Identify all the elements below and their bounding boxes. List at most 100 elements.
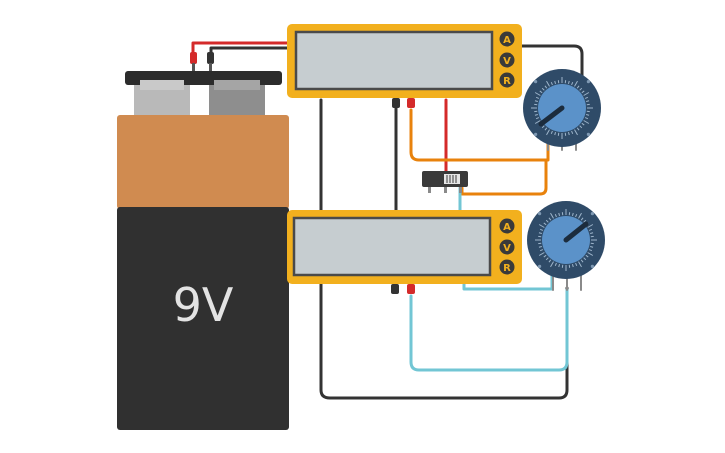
cyan-wire-3[interactable] [409,288,569,372]
potentiometer-tick [576,85,580,89]
potentiometer-tick [586,113,590,116]
potentiometer-tick [541,125,545,129]
potentiometer-tick [587,252,594,256]
potentiometer-tick [538,245,542,248]
potentiometer-tick [581,90,585,94]
potentiometer-tick [588,249,593,252]
multimeter-top-mode-v-button[interactable] [499,52,515,68]
potentiometer-tick [584,96,589,99]
potentiometer-tick [587,224,594,228]
orange-wire-2[interactable] [460,158,548,196]
potentiometer-tick [538,224,545,228]
potentiometer-tick [583,120,590,124]
multimeter-top-mode-r-button[interactable] [499,72,515,88]
battery-upper-band [117,115,289,209]
multimeter-top[interactable]: A V R [287,24,522,108]
potentiometer-tick [578,212,582,219]
battery-voltage-label: 9V [173,278,234,332]
multimeter-bottom-display [292,216,492,277]
potentiometer-tick [539,249,544,252]
potentiometer-tick [550,130,553,135]
potentiometer-tick [571,212,574,216]
potentiometer-tick [534,113,538,116]
multimeter-top-com-socket[interactable] [392,98,400,108]
potentiometer-tick [583,219,587,223]
potentiometer-tick [546,129,550,136]
multimeter-bottom-mode-r-label: R [503,263,511,274]
potentiometer-tick [550,261,554,268]
potentiometer-tick [548,217,552,221]
potentiometer-tick [579,125,583,129]
potentiometer-screw [534,132,538,136]
potentiometer-tick [578,261,582,268]
potentiometer-tick [554,213,557,218]
potentiometer-tick [543,222,547,226]
potentiometer-tick [581,122,585,126]
potentiometer-bottom-ticks [535,209,597,271]
multimeter-bottom-mode-v-label: V [503,243,511,254]
potentiometer-tick [544,85,548,89]
multimeter-top-display [294,30,494,91]
potentiometer-screw [538,264,542,268]
potentiometer-screw [590,264,595,268]
battery-red-wire[interactable] [191,41,292,54]
battery-terminal-negative-top [214,80,260,90]
red-lead-connector[interactable] [190,52,197,64]
battery-terminal-positive-top [140,80,184,90]
potentiometer-tick [576,127,580,131]
multimeter-bottom-mode-a-button[interactable] [499,218,515,234]
multimeter-top-mode-a-label: A [503,35,511,46]
multimeter-top-mode-a-button[interactable] [499,31,515,47]
potentiometer-screw [534,80,538,84]
potentiometer-tick [546,80,550,87]
potentiometer-tick [534,92,541,96]
battery-leads [190,52,214,71]
potentiometer-tick [575,213,578,218]
multimeter-bottom-red-socket[interactable] [407,284,415,294]
orange-wire-1[interactable] [409,108,550,162]
battery-body [117,207,289,430]
multimeter-top-red-socket[interactable] [407,98,415,108]
potentiometer-tick [588,228,593,231]
potentiometer-bottom[interactable] [527,201,605,279]
potentiometer-tick [575,262,578,267]
potentiometer-tick [571,264,574,268]
multimeter-top-mode-v-label: V [503,56,511,67]
slide-switch[interactable] [422,171,468,193]
potentiometer-tick [539,228,544,231]
potentiometer-tick [558,264,561,268]
potentiometer-tick [554,80,557,84]
potentiometer-screw [586,132,591,136]
potentiometer-tick [539,90,543,94]
potentiometer-tick [550,81,553,86]
multimeter-bottom-mode-r-button[interactable] [499,259,515,275]
potentiometer-tick [574,129,578,136]
multimeter-bottom-mode-v-button[interactable] [499,239,515,255]
potentiometer-top-ticks [531,77,593,139]
battery-black-wire[interactable] [209,46,292,54]
potentiometer-tick [534,100,538,103]
black-lead-connector[interactable] [207,52,214,64]
potentiometer-tick [545,257,549,261]
potentiometer-tick [584,117,589,120]
battery-9v[interactable]: 9V [117,71,289,430]
potentiometer-top-indicator [538,105,565,127]
potentiometer-tick [535,117,540,120]
potentiometer-tick [571,130,574,135]
potentiometer-tick [590,245,594,248]
potentiometer-tick [535,96,540,99]
multimeter-bottom[interactable]: A V R [287,210,522,294]
multimeter-bottom-com-socket[interactable] [391,284,399,294]
slide-switch-knob[interactable] [444,174,460,184]
potentiometer-tick [548,259,552,263]
potentiometer-tick [554,262,557,267]
black-loop-wire-lower[interactable] [319,98,569,400]
potentiometer-tick [590,232,594,235]
black-loop-wire[interactable] [518,44,584,132]
potentiometer-top[interactable] [523,69,601,147]
potentiometer-tick [580,259,584,263]
potentiometer-screw [538,212,542,216]
potentiometer-tick [558,212,561,216]
